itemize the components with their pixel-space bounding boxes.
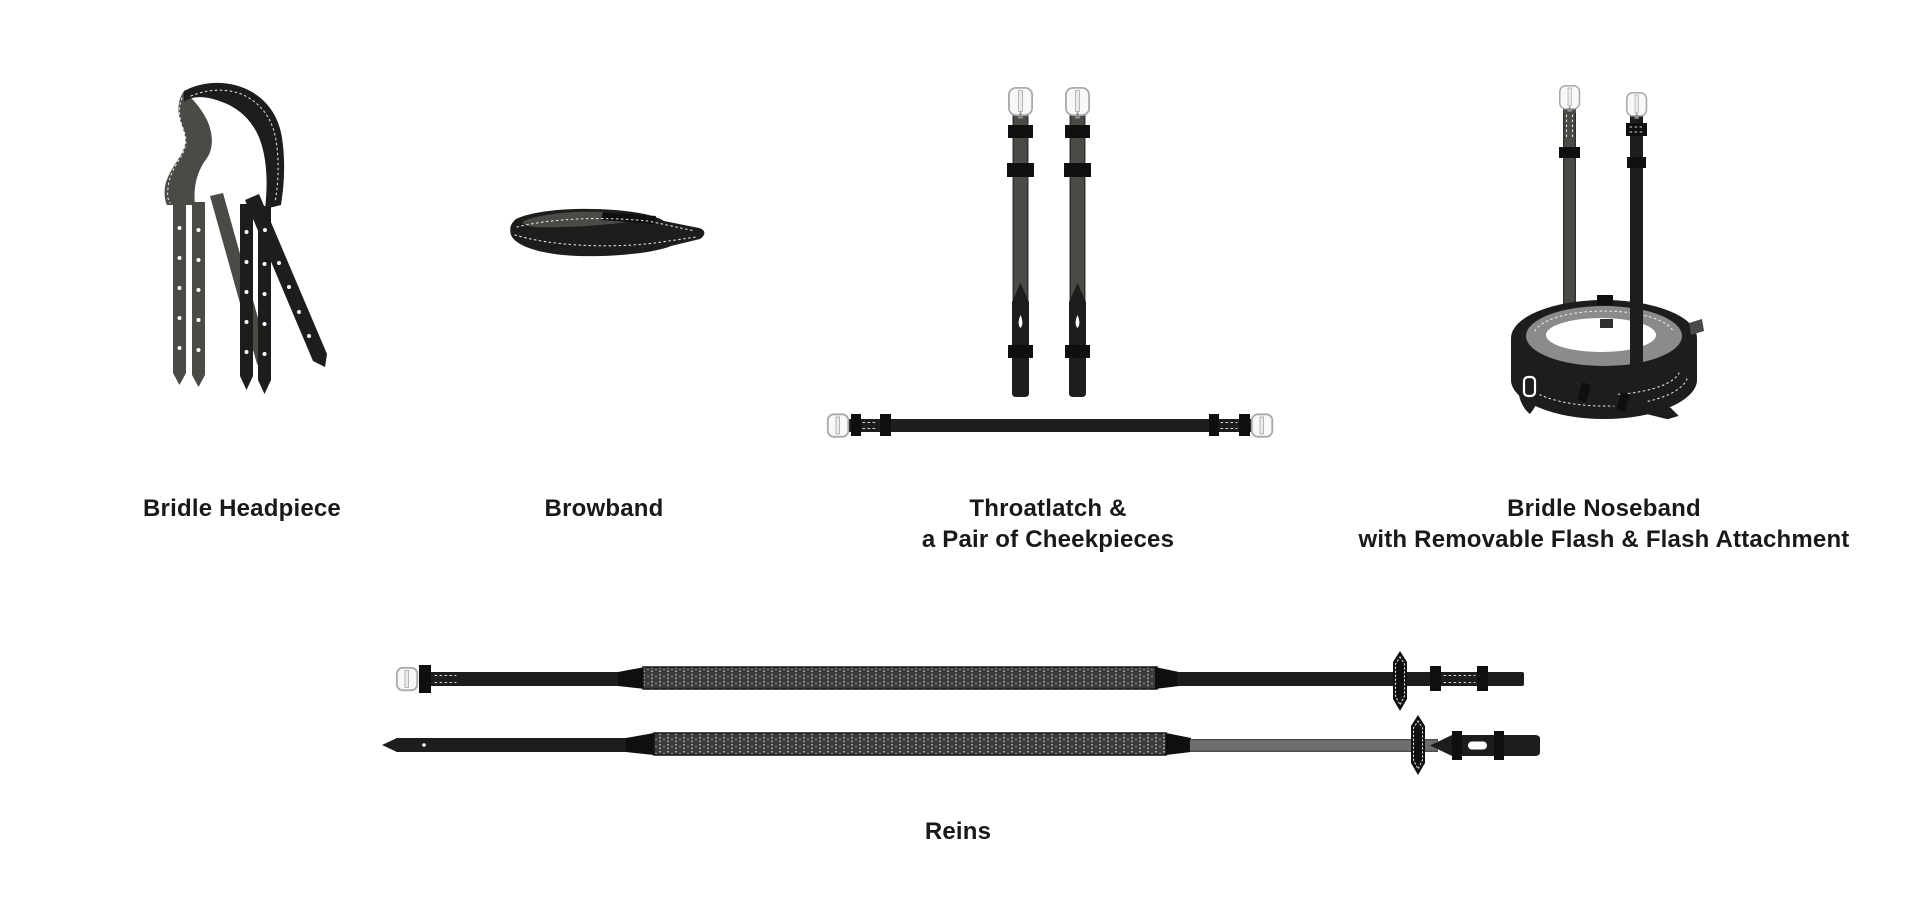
bridle-headpiece-illustration xyxy=(164,82,327,394)
headpiece-crown-front xyxy=(184,82,285,209)
flash-strap xyxy=(1536,375,1679,420)
label-bridle-noseband: Bridle Noseband with Removable Flash & F… xyxy=(1359,493,1850,555)
rein-bottom xyxy=(382,714,1540,776)
rein-grip-webbing xyxy=(653,732,1167,756)
noseband-right-tab xyxy=(1689,319,1704,335)
label-line: Throatlatch & xyxy=(969,495,1127,522)
noseband-left-hanger-strap xyxy=(1559,84,1581,308)
headpiece-straps-gray xyxy=(173,200,205,387)
flash-attachment xyxy=(1517,368,1679,420)
rein-stop xyxy=(1410,714,1426,776)
noseband-right-buckle-icon xyxy=(1626,91,1648,120)
bridle-noseband-illustration xyxy=(1511,84,1704,420)
rein-stop xyxy=(1392,650,1408,712)
label-line: Reins xyxy=(924,818,992,845)
label-line: Bridle Headpiece xyxy=(143,495,341,522)
cheekpiece-strap-right xyxy=(1064,88,1091,397)
reins-illustration xyxy=(382,650,1540,776)
label-reins: Reins xyxy=(925,816,991,847)
headpiece-crown-back xyxy=(164,91,212,205)
label-throatlatch-cheekpieces: Throatlatch & a Pair of Cheekpieces xyxy=(922,493,1174,555)
label-line: a Pair of Cheekpieces xyxy=(921,526,1175,553)
noseband-front-band xyxy=(1511,340,1697,419)
label-line: with Removable Flash & Flash Attachment xyxy=(1358,526,1850,553)
rein-top xyxy=(395,650,1524,712)
rein-grip-webbing xyxy=(642,666,1158,690)
noseband-left-buckle-icon xyxy=(1559,84,1581,113)
throatlatch-cheekpieces-illustration xyxy=(826,80,1274,438)
throatlatch-left-buckle-icon xyxy=(826,413,850,438)
cheekpiece-strap-left xyxy=(1007,88,1034,397)
browband-illustration xyxy=(510,208,705,257)
label-line: Browband xyxy=(544,495,664,522)
label-line: Bridle Noseband xyxy=(1507,495,1701,522)
noseband-opening xyxy=(1546,318,1656,352)
throatlatch-strap xyxy=(826,413,1274,438)
throatlatch-right-buckle-icon xyxy=(1250,413,1274,438)
rein-buckle-slot xyxy=(1468,741,1487,750)
headpiece-straps-black xyxy=(240,194,327,394)
noseband-right-hanger-strap xyxy=(1626,91,1648,378)
label-bridle-headpiece: Bridle Headpiece xyxy=(143,493,341,524)
rein-buckle-icon xyxy=(395,666,419,692)
label-browband: Browband xyxy=(545,493,664,524)
